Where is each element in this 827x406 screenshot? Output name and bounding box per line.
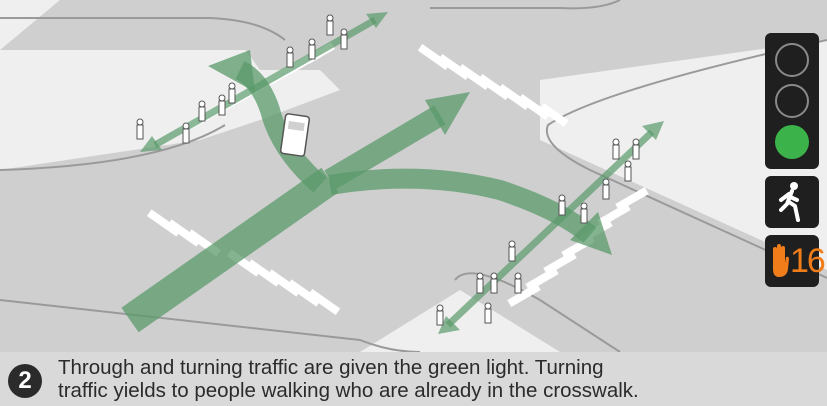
pedestrian-figure bbox=[228, 82, 236, 104]
pedestrian-figure bbox=[624, 160, 632, 182]
pedestrian-figure bbox=[436, 304, 444, 326]
pedestrian-figure bbox=[490, 272, 498, 294]
curb-nw bbox=[0, 17, 286, 41]
caption-text: Through and turning traffic are given th… bbox=[58, 356, 818, 402]
pedestrian-figure bbox=[198, 100, 206, 122]
pedestrian-figure bbox=[514, 272, 522, 294]
curb-w bbox=[0, 124, 226, 171]
curb-sw bbox=[0, 299, 421, 352]
countdown-signal: 16 bbox=[765, 235, 826, 287]
pedestrian-figure bbox=[580, 202, 588, 224]
pedestrian-figure bbox=[602, 178, 610, 200]
pedestrian-figure bbox=[340, 28, 348, 50]
arrowheads bbox=[208, 50, 612, 255]
step-number-badge: 2 bbox=[8, 364, 42, 398]
car-icon bbox=[279, 113, 311, 157]
traffic-signal bbox=[765, 33, 819, 169]
pedestrian-figure bbox=[218, 94, 226, 116]
caption-line-2: traffic yields to people walking who are… bbox=[58, 379, 639, 402]
pedestrian-figure bbox=[632, 138, 640, 160]
walking-person-icon bbox=[779, 182, 800, 222]
northeast-road bbox=[330, 0, 560, 60]
through-arrow-upper bbox=[324, 105, 446, 190]
caption-bar: 2 Through and turning traffic are given … bbox=[0, 352, 827, 406]
curb-e bbox=[545, 39, 827, 279]
through-arrowhead bbox=[425, 92, 470, 135]
red-lamp bbox=[775, 43, 809, 77]
pedestrian-figure bbox=[476, 272, 484, 294]
pedestrian-figure bbox=[558, 194, 566, 216]
yellow-lamp bbox=[775, 84, 809, 118]
curb-n bbox=[430, 0, 621, 10]
intersection-drawing bbox=[0, 0, 827, 352]
pedestrian-figure bbox=[136, 118, 144, 140]
pedestrian-figure bbox=[484, 302, 492, 324]
walk-signal bbox=[765, 176, 819, 228]
pedestrian-figure bbox=[286, 46, 294, 68]
pedestrian-figure bbox=[182, 122, 190, 144]
caption-line-1: Through and turning traffic are given th… bbox=[58, 356, 604, 379]
pedestrians bbox=[136, 14, 640, 326]
pedestrian-figure bbox=[508, 240, 516, 262]
curb-se bbox=[454, 272, 621, 352]
pedestrian-figure bbox=[308, 38, 316, 60]
countdown-number: 16 bbox=[790, 242, 826, 280]
through-arrow-shaft bbox=[121, 167, 339, 333]
pedestrian-figure bbox=[326, 14, 334, 36]
pedestrian-figure bbox=[612, 138, 620, 160]
raised-hand-icon bbox=[773, 244, 789, 277]
green-lamp bbox=[775, 125, 809, 159]
crosswalk-north bbox=[417, 43, 569, 127]
left-turn-arrowhead bbox=[208, 50, 255, 92]
right-turn-arrow bbox=[328, 168, 597, 243]
right-turn-arrowhead bbox=[570, 212, 612, 255]
intersection-illustration: 16 bbox=[0, 0, 827, 352]
